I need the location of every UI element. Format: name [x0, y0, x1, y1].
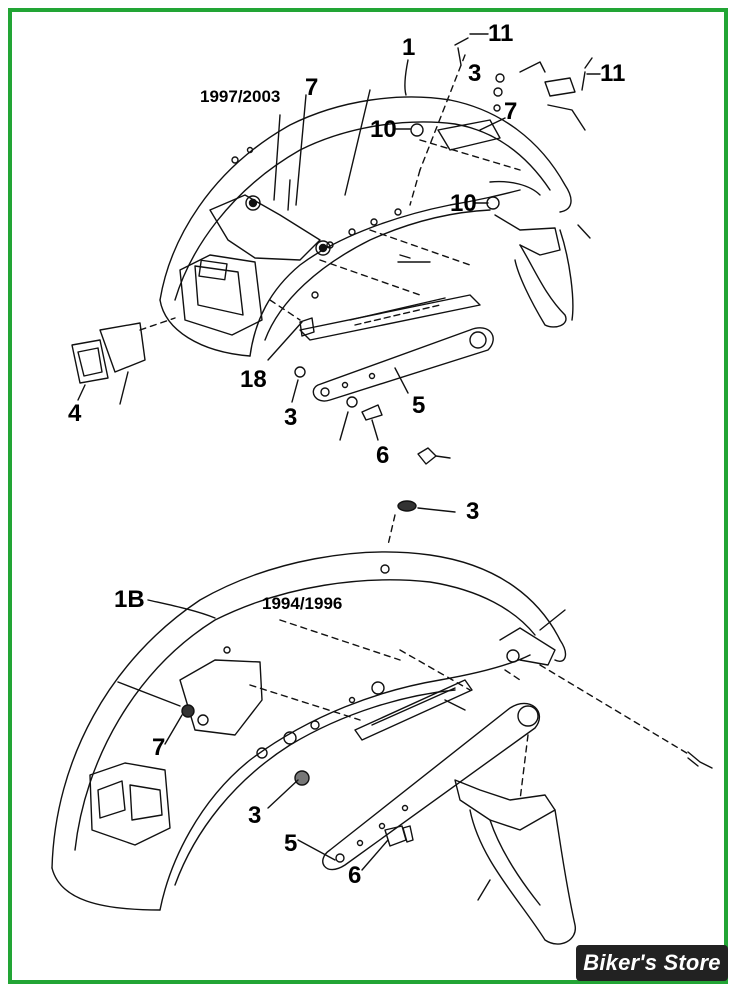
- callout-10-lower: 10: [450, 190, 477, 217]
- mounting-nut-3: [387, 447, 456, 546]
- year-label-1997-2003: 1997/2003: [200, 87, 281, 106]
- bikers-store-watermark: Biker's Store: [576, 945, 728, 981]
- callout-6-top: 6: [376, 442, 390, 469]
- callout-7-left: 7: [305, 74, 319, 101]
- callout-1B: 1B: [114, 586, 145, 613]
- callout-3-nut: 3: [466, 498, 480, 525]
- green-frame: [8, 8, 728, 984]
- callout-3-bottom: 3: [248, 802, 262, 829]
- rear-fender-1997-2003: [71, 33, 601, 441]
- callout-18: 18: [240, 366, 267, 393]
- callout-11-right: 11: [600, 60, 626, 87]
- callout-7-bottom: 7: [152, 734, 166, 761]
- callout-1: 1: [402, 34, 416, 61]
- rear-fender-1994-1996: [51, 551, 713, 945]
- callout-4: 4: [68, 400, 82, 427]
- callout-6-bottom: 6: [348, 862, 362, 889]
- watermark-text: Biker's Store: [583, 950, 721, 975]
- callout-11-top: 11: [488, 20, 514, 47]
- callout-10-upper: 10: [370, 116, 397, 143]
- callout-5-bottom: 5: [284, 830, 298, 857]
- callout-3-top: 3: [468, 60, 482, 87]
- callout-5-top: 5: [412, 392, 426, 419]
- year-label-1994-1996: 1994/1996: [262, 594, 343, 613]
- callout-3-strut: 3: [284, 404, 298, 431]
- callout-7-right: 7: [504, 98, 518, 125]
